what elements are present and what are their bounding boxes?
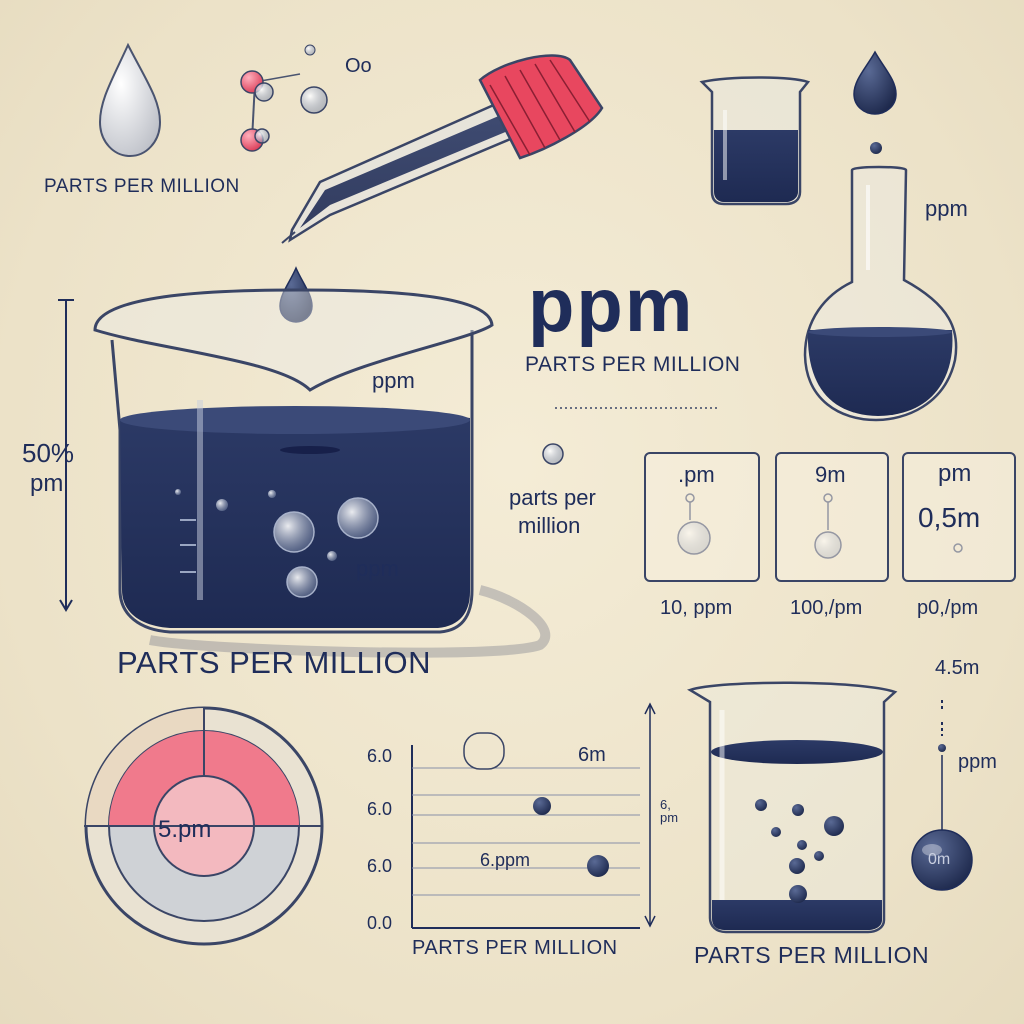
height-scale [58, 299, 74, 612]
parts-per-label: parts per [509, 485, 596, 510]
graph-mid-label: 6.ppm [480, 850, 531, 870]
graph-side-label: 6, pm [660, 797, 679, 825]
bulb-label: 0m [928, 851, 951, 868]
dark-drop-icon [853, 50, 897, 154]
falling-drop-icon [279, 266, 313, 323]
round-flask [803, 165, 958, 422]
card3-top-label: pm [938, 460, 972, 487]
svg-text:Oo: Oo [345, 55, 372, 77]
card1-top-label: .pm [678, 462, 715, 487]
ppm-card-1 [644, 452, 760, 582]
bottom-right-caption: PARTS PER MILLION [694, 942, 930, 968]
graph-y-label-3: 6.0 [367, 856, 393, 876]
pipette-icon [281, 54, 604, 244]
ppm-subtitle: PARTS PER MILLION [525, 353, 741, 376]
ppm-graph [411, 702, 656, 929]
graph-y-label-2: 6.0 [367, 799, 393, 819]
small-bubble-icon [542, 443, 564, 465]
top-left-caption: PARTS PER MILLION [44, 176, 240, 197]
million-label: million [518, 513, 581, 538]
water-drop-icon [98, 42, 162, 158]
molecule-icon: Oo [240, 44, 372, 152]
beaker-inner-ppm-label: ppm [356, 556, 399, 581]
flask-ppm-label: ppm [925, 196, 968, 221]
graph-caption: PARTS PER MILLION [412, 937, 618, 959]
bottom-right-value: 4.5m [935, 657, 980, 679]
ppm-card-2 [775, 452, 889, 582]
ppm-target-chart [84, 706, 324, 946]
hanging-bulb [911, 700, 973, 891]
small-beaker [699, 76, 811, 206]
card3-value-label: 0,5m [918, 502, 981, 533]
ppm-title: ppm [528, 263, 695, 348]
beaker-ppm-label: ppm [372, 368, 415, 393]
main-caption: PARTS PER MILLION [117, 645, 431, 680]
target-value-label: 5.pm [158, 816, 212, 843]
graph-top-right-label: 6m [578, 744, 606, 766]
bottom-right-ppm: ppm [958, 751, 997, 773]
card2-top-label: 9m [815, 462, 846, 487]
card2-caption: 100,/pm [790, 597, 863, 619]
graph-y-label-1: 6.0 [367, 746, 393, 766]
graph-y-label-4: 0.0 [367, 913, 393, 933]
card1-caption: 10, ppm [660, 597, 733, 619]
card3-caption: p0,/pm [917, 597, 979, 619]
bottom-beaker [687, 681, 898, 934]
scale-percent-label: 50% [22, 438, 75, 468]
scale-unit-label: pm [30, 470, 64, 497]
large-beaker [93, 288, 551, 658]
ppm-card-3 [902, 452, 1016, 582]
